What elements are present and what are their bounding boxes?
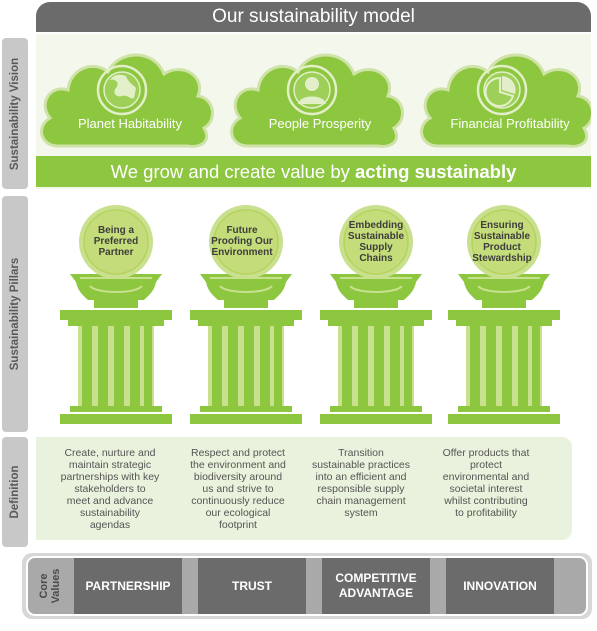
side-label-vision-text: Sustainability Vision: [9, 57, 21, 170]
definition-2-line-4: us and strive to: [202, 483, 274, 495]
vision-banner-bold: acting sustainably: [355, 161, 517, 182]
definition-4-line-3: environmental and: [442, 471, 530, 483]
core-value-trust: TRUST: [198, 558, 306, 614]
pillar-3-label: Embedding Sustainable Supply Chains: [343, 220, 409, 264]
cloud-label-financial: Financial Profitability: [450, 116, 570, 131]
definition-4-line-1: Offer products that: [442, 447, 530, 459]
cloud-financial: [420, 53, 591, 148]
definition-2: Respect and protect the environment and …: [175, 447, 301, 531]
definition-3-line-1: Transition: [338, 447, 384, 459]
pillar-1-label: Being a Preferred Partner: [83, 225, 149, 258]
cloud-people: [230, 53, 405, 148]
pillar-4-line-2: Sustainable: [473, 231, 531, 242]
definition-4-line-2: protect: [469, 459, 503, 471]
pillar-3-line-2: Sustainable: [347, 231, 405, 242]
pillar-2-line-1: Future: [226, 225, 258, 236]
pillar-4-line-3: Product: [483, 242, 521, 253]
definition-1-line-7: agendas: [89, 519, 131, 531]
definition-4-line-4: societal interest: [449, 483, 523, 495]
cloud-planet: [40, 53, 215, 148]
core-value-2-line-1: TRUST: [232, 578, 272, 593]
definition-1-line-4: stakeholders to: [74, 483, 146, 495]
globe-icon: [96, 64, 148, 116]
pillar-1-line-1: Being a: [97, 225, 135, 236]
pillar-1-line-2: Preferred: [93, 236, 139, 247]
definition-2-line-3: biodiversity around: [193, 471, 283, 483]
definition-3: Transition sustainable practices into an…: [298, 447, 424, 519]
definition-2-line-6: our ecological: [205, 507, 271, 519]
definition-2-line-1: Respect and protect: [191, 447, 285, 459]
definition-1-line-6: sustainability: [79, 507, 141, 519]
vision-clouds: [40, 53, 591, 148]
pillar-4-label: Ensuring Sustainable Product Stewardship: [466, 220, 538, 264]
pie-chart-icon: [476, 64, 528, 116]
definition-panel: [36, 437, 572, 540]
cloud-label-people: People Prosperity: [268, 116, 372, 131]
pillar-3-line-1: Embedding: [348, 220, 404, 231]
pillar-2-label: Future Proofing Our Environment: [204, 225, 280, 258]
definition-1-line-5: meet and advance: [66, 495, 154, 507]
pillar-4-line-4: Stewardship: [472, 253, 532, 264]
definition-2-line-2: the environment and: [190, 459, 286, 471]
vision-banner: We grow and create value by acting susta…: [36, 156, 591, 187]
pillar-3-line-3: Supply: [359, 242, 393, 253]
core-values-label-line-2: Values: [50, 568, 62, 604]
cloud-label-planet: Planet Habitability: [77, 116, 183, 131]
definition-4-line-6: to profitability: [455, 507, 517, 519]
side-label-definition: Definition: [2, 437, 28, 547]
core-value-partnership: PARTNERSHIP: [74, 558, 182, 614]
definition-1-line-3: partnerships with key: [60, 471, 160, 483]
pillar-3-line-4: Chains: [359, 253, 393, 264]
definition-3-line-2: sustainable practices: [311, 459, 411, 471]
side-label-definition-text: Definition: [9, 465, 21, 519]
side-label-vision: Sustainability Vision: [2, 38, 28, 189]
vision-banner-text: We grow and create value by: [110, 161, 355, 182]
definition-4: Offer products that protect environmenta…: [423, 447, 549, 519]
core-value-innovation: INNOVATION: [446, 558, 554, 614]
definition-3-line-3: into an efficient and: [315, 471, 407, 483]
side-label-pillars: Sustainability Pillars: [2, 196, 28, 432]
side-label-pillars-text: Sustainability Pillars: [9, 257, 21, 371]
pillar-2-line-2: Proofing Our: [211, 236, 273, 247]
core-values-label-line-1: Core: [38, 573, 50, 599]
person-icon: [286, 64, 338, 116]
definition-4-line-5: whilst contributing: [444, 495, 528, 507]
definition-1: Create, nurture and maintain strategic p…: [47, 447, 173, 531]
definition-1-line-2: maintain strategic: [68, 459, 152, 471]
definition-2-line-5: continuously reduce: [191, 495, 285, 507]
diagram-title: Our sustainability model: [36, 2, 591, 32]
definition-1-line-1: Create, nurture and: [64, 447, 156, 459]
core-value-1-line-1: PARTNERSHIP: [85, 578, 171, 593]
definition-3-line-5: chain management: [316, 495, 406, 507]
core-value-3-line-1: COMPETITIVE: [335, 571, 417, 585]
core-value-4-line-1: INNOVATION: [463, 578, 537, 593]
definition-2-line-7: footprint: [219, 519, 257, 531]
core-value-3-line-2: ADVANTAGE: [338, 586, 414, 600]
definition-3-line-6: system: [344, 507, 378, 519]
pillar-2-line-3: Environment: [211, 247, 273, 258]
pillar-4-line-1: Ensuring: [480, 220, 524, 231]
definition-3-line-4: responsible supply: [317, 483, 405, 495]
pillar-1-line-3: Partner: [98, 247, 134, 258]
